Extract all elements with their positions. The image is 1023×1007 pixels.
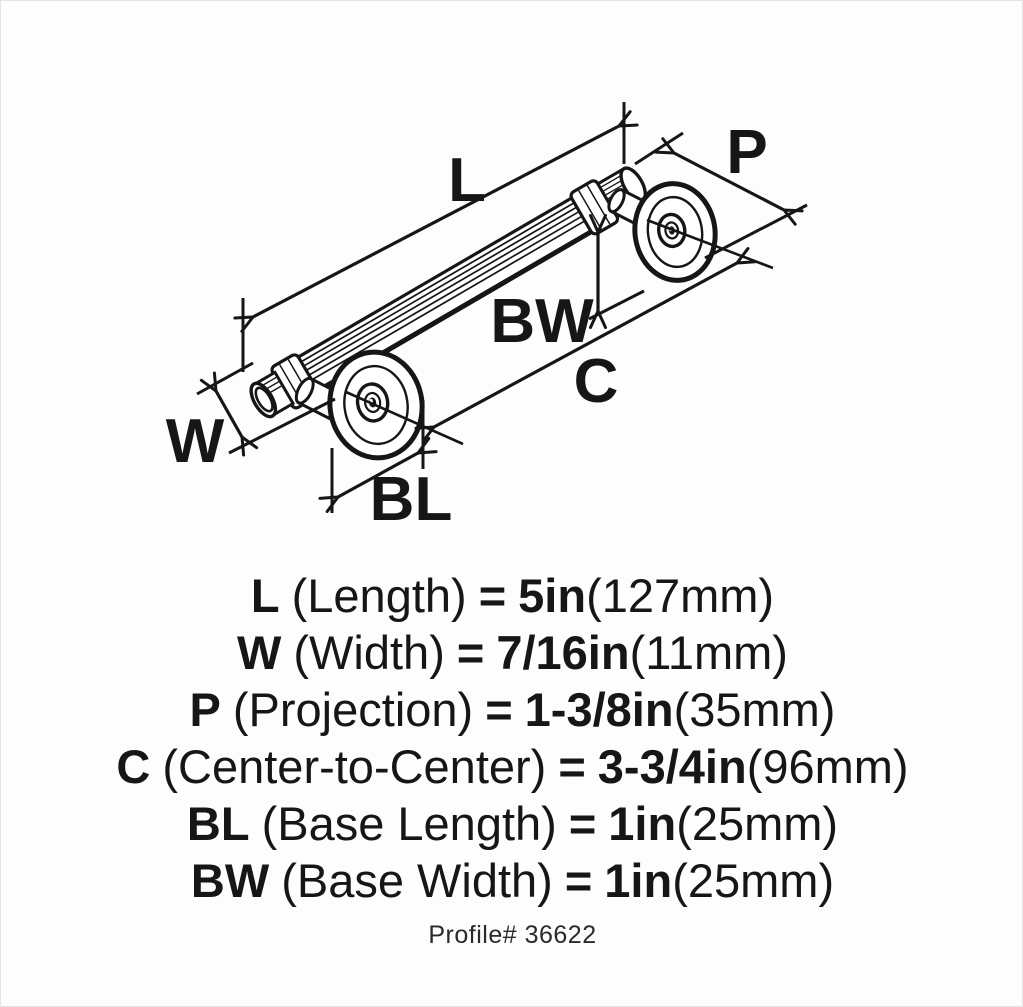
legend-equals: = — [564, 854, 593, 907]
legend-value-mm: (11mm) — [629, 626, 788, 679]
legend-name: (Width) — [293, 626, 445, 679]
label-center-to-center: C — [574, 347, 619, 416]
legend-key: BL — [186, 797, 250, 850]
legend-value-in: 7/16in — [496, 626, 630, 679]
left-end-cap — [249, 370, 296, 419]
legend-value-mm: (35mm) — [673, 683, 836, 736]
legend-value-mm: (127mm) — [586, 569, 775, 622]
legend-value-in: 1in — [604, 854, 673, 907]
dim-width — [196, 361, 336, 457]
legend-equals: = — [568, 797, 597, 850]
legend-name: (Base Length) — [261, 797, 557, 850]
legend-name: (Base Width) — [281, 854, 553, 907]
legend-name: (Projection) — [232, 683, 474, 736]
legend-row-length: L(Length)=5in(127mm) — [1, 567, 1022, 624]
label-base-width: BW — [490, 287, 594, 356]
legend-key: C — [116, 740, 151, 793]
dimension-legend: L(Length)=5in(127mm) W(Width)=7/16in(11m… — [1, 567, 1022, 950]
legend-value-in: 3-3/4in — [597, 740, 747, 793]
dim-base-length — [318, 400, 438, 514]
legend-value-mm: (96mm) — [746, 740, 909, 793]
dim-projection — [634, 131, 804, 226]
legend-value-in: 5in — [518, 569, 587, 622]
dim-center-to-center — [414, 247, 757, 443]
label-length: L — [448, 146, 486, 215]
legend-name: (Length) — [291, 569, 467, 622]
label-width: W — [166, 407, 225, 476]
legend-value-in: 1-3/8in — [524, 683, 674, 736]
label-base-length: BL — [370, 465, 453, 534]
legend-equals: = — [558, 740, 586, 793]
legend-row-projection: P(Projection)=1-3/8in(35mm) — [1, 681, 1022, 738]
cabinet-pull-diagram: L P BW C W — [166, 102, 808, 534]
legend-row-base-length: BL(Base Length)=1in(25mm) — [1, 795, 1022, 852]
dim-length — [233, 102, 639, 372]
legend-equals: = — [456, 626, 485, 679]
legend-row-center-to-center: C(Center-to-Center)=3-3/4in(96mm) — [1, 738, 1022, 795]
label-projection: P — [726, 118, 767, 187]
legend-equals: = — [485, 683, 513, 736]
legend-key: BW — [190, 854, 270, 907]
legend-name: (Center-to-Center) — [162, 740, 547, 793]
legend-row-width: W(Width)=7/16in(11mm) — [1, 624, 1022, 681]
legend-equals: = — [478, 569, 507, 622]
legend-row-base-width: BW(Base Width)=1in(25mm) — [1, 852, 1022, 909]
legend-value-mm: (25mm) — [672, 854, 835, 907]
isometric-drawing: L P BW C W — [1, 1, 1022, 561]
legend-value-mm: (25mm) — [676, 797, 839, 850]
legend-value-in: 1in — [608, 797, 677, 850]
legend-key: L — [250, 569, 280, 622]
profile-number: Profile# 36622 — [428, 921, 597, 949]
legend-key: P — [189, 683, 221, 736]
legend-key: W — [237, 626, 282, 679]
